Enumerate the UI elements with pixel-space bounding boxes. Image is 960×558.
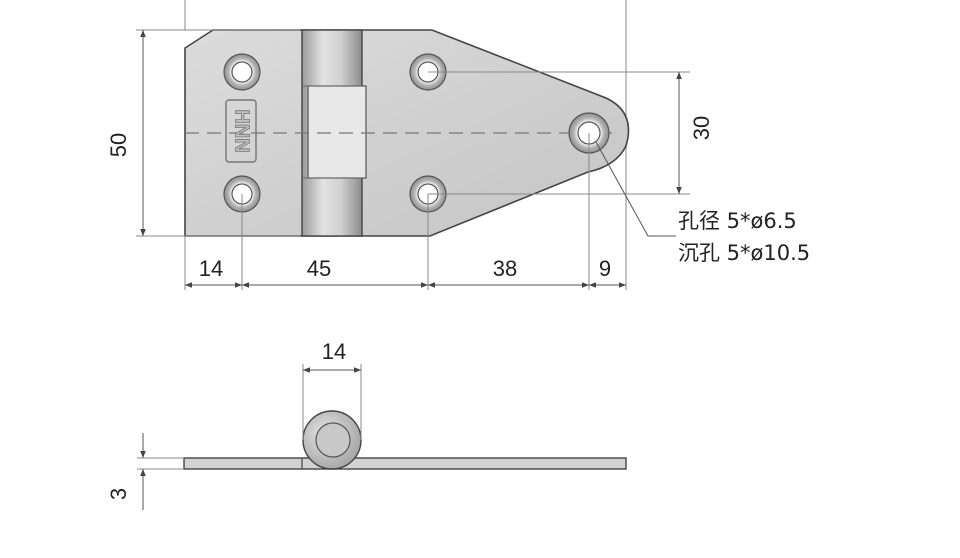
note-hole-diameter: 孔径 5*ø6.5 (678, 209, 797, 233)
mounting-hole (223, 53, 261, 91)
dimension-knuckle-14: 14 (322, 339, 346, 364)
dimension-38: 38 (493, 256, 517, 281)
dimension-thickness-3: 3 (106, 488, 131, 500)
dimension-9: 9 (599, 256, 611, 281)
side-plate (183, 457, 627, 470)
dimension-14: 14 (199, 256, 223, 281)
side-pin (315, 422, 351, 458)
dimension-45: 45 (307, 256, 331, 281)
knuckle-slot (307, 85, 367, 179)
leader-line (595, 141, 676, 237)
note-countersink: 沉孔 5*ø10.5 (678, 241, 810, 265)
side-view: 14 3 (106, 339, 627, 510)
dimension-height-50: 50 (106, 133, 131, 157)
dimension-spacing-30: 30 (689, 116, 714, 140)
brand-logo: HNN (225, 99, 257, 163)
top-view: HNN 50 (106, 0, 810, 290)
brand-logo-text: HNN (231, 109, 253, 152)
